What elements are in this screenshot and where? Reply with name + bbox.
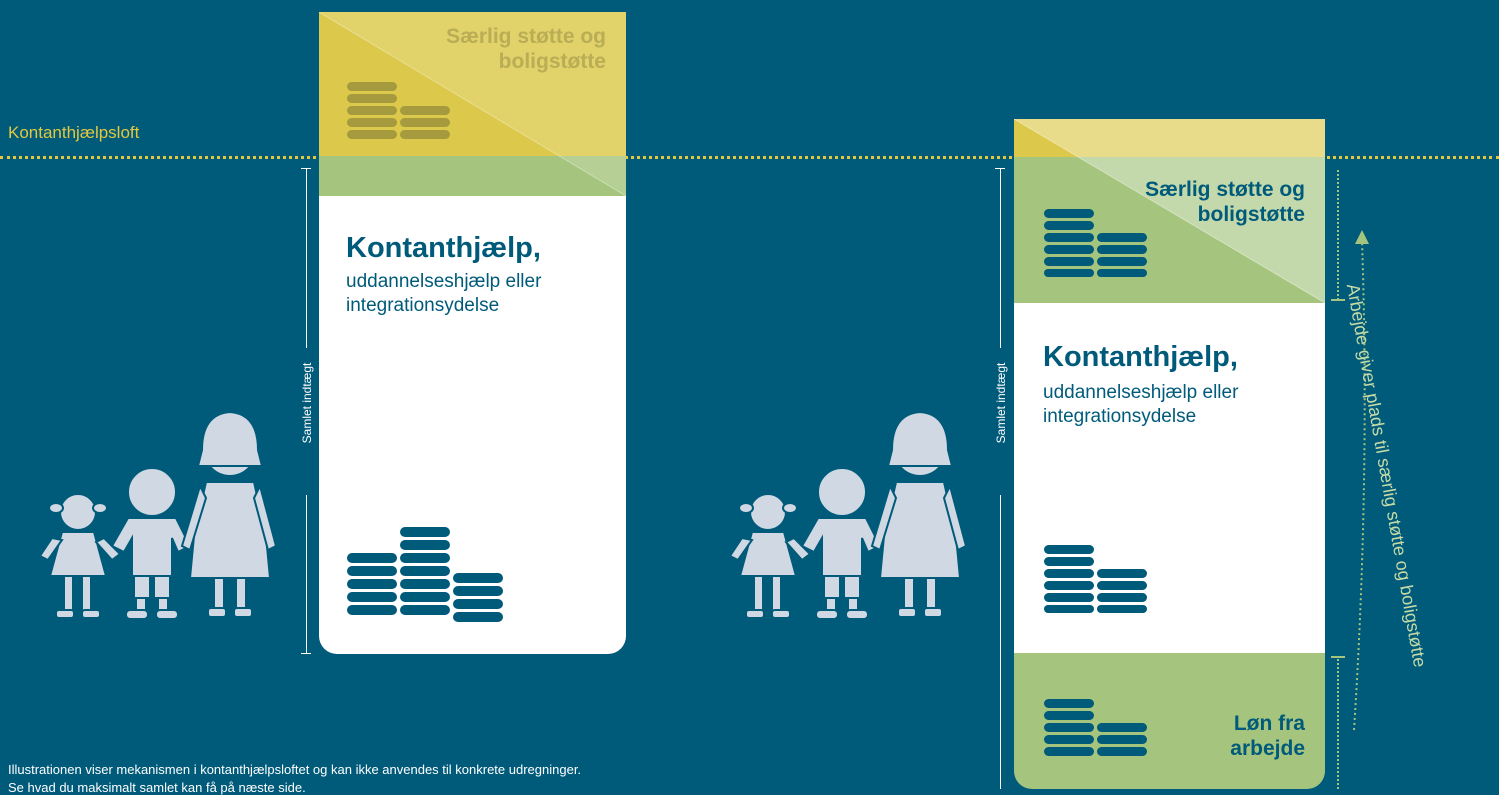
right-top-label-text: Særlig støtte og boligstøtte	[1145, 178, 1305, 226]
right-income-bracket-cap	[995, 168, 1005, 169]
family-figures-icon	[40, 410, 278, 620]
left-income-bracket-cap	[301, 168, 311, 169]
right-income-label: Samlet indtægt	[994, 362, 1008, 444]
left-income-bracket-cap	[301, 653, 311, 654]
right-green-bottom-area	[1014, 653, 1325, 789]
right-bottom-label: Løn fra arbejde	[1195, 711, 1305, 761]
left-top-label-text: Særlig støtte og boligstøtte	[446, 25, 606, 73]
left-top-label: Særlig støtte og boligstøtte	[376, 24, 606, 74]
arrow-icon	[1353, 230, 1369, 731]
coins-icon	[1044, 209, 1147, 277]
left-income-column: Særlig støtte og boligstøtte Kontanthjæl…	[319, 12, 626, 654]
coins-icon	[347, 82, 450, 139]
left-income-label: Samlet indtægt	[300, 362, 314, 444]
right-support-bracket	[1337, 170, 1339, 300]
right-wage-bracket-cap	[1331, 656, 1345, 658]
right-income-bracket	[1000, 168, 1001, 348]
right-income-bracket	[1000, 495, 1001, 789]
right-main-subtitle: uddannelseshjælp eller integrationsydels…	[1043, 382, 1239, 427]
left-main-subtitle: uddannelseshjælp eller integrationsydels…	[346, 271, 542, 316]
right-yellow-area	[1014, 119, 1325, 157]
footnote-line-2: Se hvad du maksimalt samlet kan få på næ…	[8, 780, 306, 795]
left-income-bracket	[306, 495, 307, 653]
ceiling-label: Kontanthjælpsloft	[8, 123, 140, 142]
family-figures-icon	[730, 410, 968, 620]
right-income-column: Særlig støtte og boligstøtte Kontanthjæl…	[1014, 119, 1325, 789]
right-main-title: Kontanthjælp,	[1043, 341, 1238, 373]
footnote-line-1: Illustrationen viser mekanismen i kontan…	[8, 762, 582, 777]
ceiling-line	[0, 156, 1499, 159]
left-diagonal-overlay	[319, 12, 626, 196]
coins-icon	[1044, 699, 1147, 756]
coins-icon	[347, 527, 503, 622]
right-diagonal-overlay	[1014, 119, 1325, 303]
left-main-title: Kontanthjælp,	[346, 232, 541, 264]
right-top-label: Særlig støtte og boligstøtte	[1075, 177, 1305, 227]
left-green-area	[319, 156, 626, 196]
right-bottom-label-text: Løn fra arbejde	[1230, 712, 1305, 760]
right-wage-bracket	[1337, 656, 1339, 789]
coins-icon	[1044, 545, 1147, 613]
left-income-bracket	[306, 168, 307, 348]
right-support-bracket-cap	[1331, 299, 1345, 301]
